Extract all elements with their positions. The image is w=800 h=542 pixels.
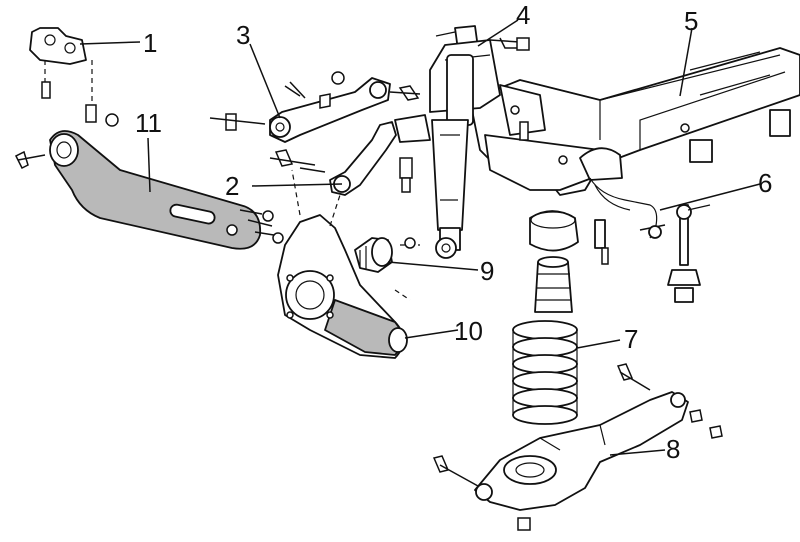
- wheel-knuckle: [277, 169, 408, 359]
- callout-6: 6: [758, 168, 772, 198]
- callout-8: 8: [666, 434, 680, 464]
- callout-7: 7: [624, 324, 638, 354]
- coil-spring: [512, 320, 578, 425]
- lower-control-arm: [432, 363, 723, 531]
- leader-lines: [79, 19, 761, 456]
- callout-11: 11: [135, 108, 162, 138]
- callout-4: 4: [516, 0, 530, 30]
- stabilizer-bar-link: [589, 177, 711, 303]
- spring-seat-and-bump-stop: [529, 210, 579, 313]
- subframe-crossmember: [394, 47, 800, 196]
- callout-3: 3: [236, 20, 250, 50]
- toe-link-arm: [269, 121, 413, 196]
- hub-stub-axle: [354, 237, 420, 301]
- callout-5: 5: [684, 6, 698, 36]
- callout-9: 9: [480, 256, 494, 286]
- lateral-control-arm: [14, 130, 284, 250]
- callout-1: 1: [143, 28, 157, 58]
- mount-bracket: [29, 27, 119, 127]
- upper-link-arm: [209, 71, 421, 143]
- callout-labels: 1 2 3 4 5 6 7 8 9 10 11: [135, 0, 772, 464]
- callout-10: 10: [454, 316, 483, 346]
- callout-2: 2: [225, 171, 239, 201]
- shock-absorber: [429, 25, 530, 259]
